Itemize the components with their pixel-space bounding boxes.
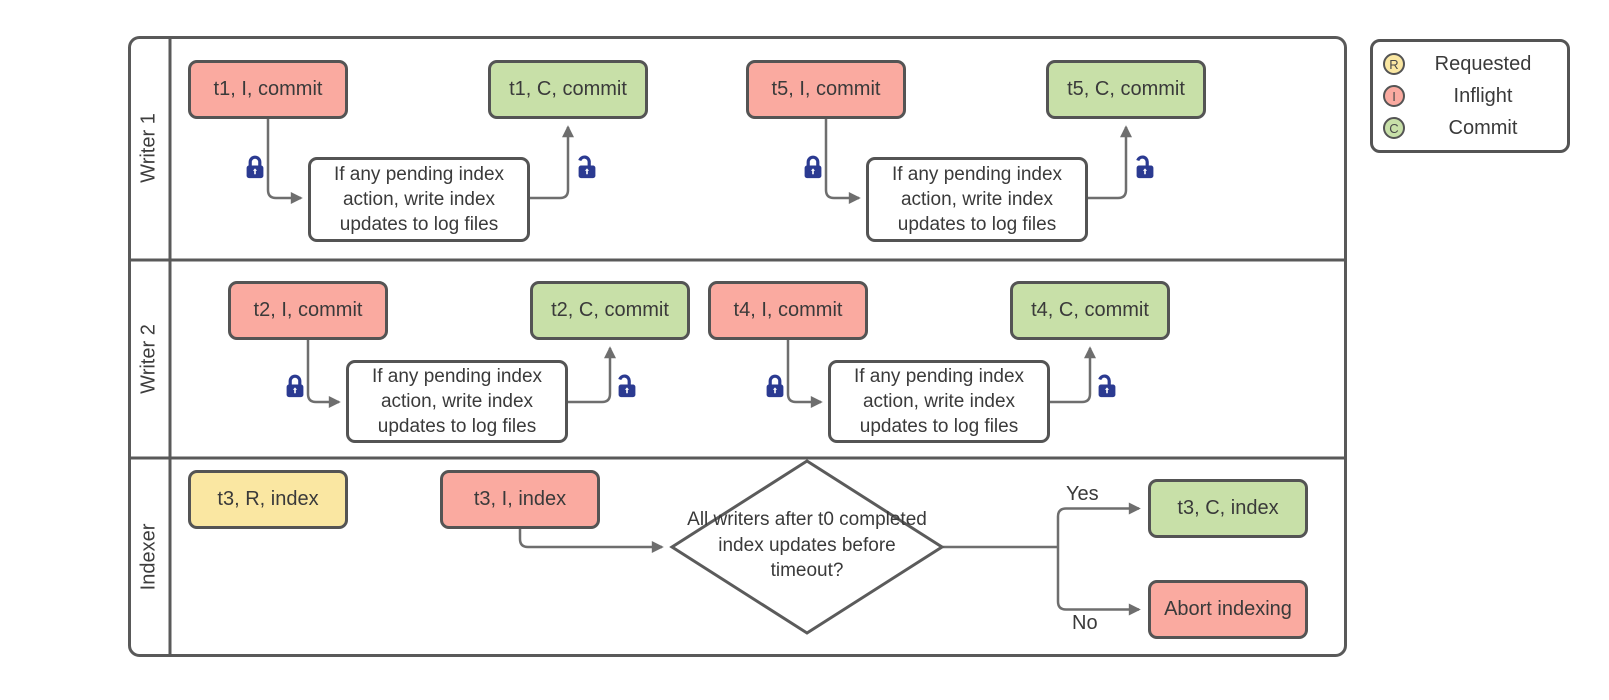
closed-lock-icon: [246, 155, 264, 179]
process-note-writer1-b: If any pending index action, write index…: [866, 157, 1088, 242]
yes-label: Yes: [1066, 483, 1099, 505]
node-t3-commit: t3, C, index: [1148, 479, 1308, 538]
closed-lock-icon: [804, 155, 822, 179]
legend-item-requested: R Requested: [1383, 50, 1557, 78]
decision-diamond: [669, 459, 945, 635]
open-lock-icon: [578, 155, 596, 179]
decision-text: All writers after t0 completed index upd…: [687, 509, 927, 582]
process-note-writer2-b: If any pending index action, write index…: [828, 360, 1050, 443]
connector-t2-to-process: [306, 340, 341, 408]
connector-t3-to-decision: [518, 529, 664, 553]
legend-label-requested: Requested: [1434, 52, 1532, 75]
closed-lock-icon: [766, 374, 784, 398]
connector-process-to-t4-commit: [1050, 346, 1096, 404]
connector-yes-branch: [1056, 502, 1141, 547]
connector-t1-to-process: [266, 119, 303, 204]
no-label: No: [1072, 612, 1098, 634]
commit-dot-icon: C: [1383, 117, 1405, 139]
node-t1-commit: t1, C, commit: [488, 60, 648, 119]
closed-lock-icon: [286, 374, 304, 398]
connector-t5-to-process: [824, 119, 861, 204]
connector-process-to-t1-commit: [530, 125, 574, 200]
legend-item-commit: C Commit: [1383, 114, 1557, 142]
node-t2-commit: t2, C, commit: [530, 281, 690, 340]
swimlane-frame: [128, 36, 1347, 657]
open-lock-icon: [1098, 374, 1116, 398]
node-t4-inflight: t4, I, commit: [708, 281, 868, 340]
lane-label-writer1: Writer 1: [137, 113, 160, 183]
node-t5-inflight: t5, I, commit: [746, 60, 906, 119]
node-t3-requested: t3, R, index: [188, 470, 348, 529]
node-t4-commit: t4, C, commit: [1010, 281, 1170, 340]
connector-no-branch: [1056, 547, 1141, 616]
node-t2-inflight: t2, I, commit: [228, 281, 388, 340]
connectors: [266, 119, 1141, 616]
process-note-writer1-a: If any pending index action, write index…: [308, 157, 530, 242]
requested-dot-icon: R: [1383, 53, 1405, 75]
legend-item-inflight: I Inflight: [1383, 82, 1557, 110]
process-note-writer2-a: If any pending index action, write index…: [346, 360, 568, 443]
open-lock-icon: [1136, 155, 1154, 179]
open-lock-icon: [618, 374, 636, 398]
legend-label-inflight: Inflight: [1453, 84, 1513, 107]
node-abort-indexing: Abort indexing: [1148, 580, 1308, 639]
node-t5-commit: t5, C, commit: [1046, 60, 1206, 119]
connector-process-to-t2-commit: [568, 346, 616, 404]
connector-process-to-t5-commit: [1088, 125, 1132, 200]
inflight-dot-icon: I: [1383, 85, 1405, 107]
lane-label-writer2: Writer 2: [137, 324, 160, 394]
lane-label-indexer: Indexer: [137, 523, 160, 591]
legend: R Requested I Inflight C Commit: [1370, 39, 1570, 153]
node-t3-inflight: t3, I, index: [440, 470, 600, 529]
legend-label-commit: Commit: [1448, 116, 1518, 139]
node-t1-inflight: t1, I, commit: [188, 60, 348, 119]
connector-t4-to-process: [786, 340, 823, 408]
